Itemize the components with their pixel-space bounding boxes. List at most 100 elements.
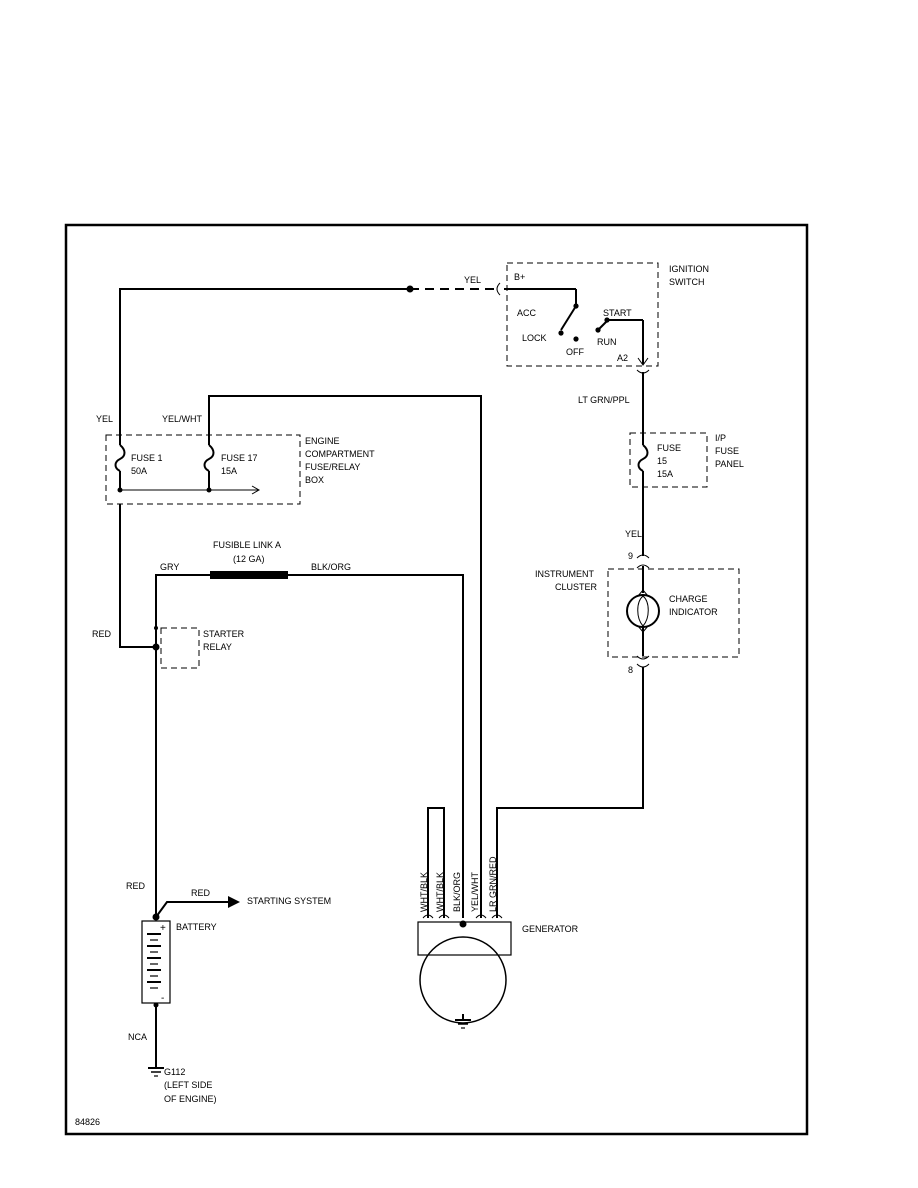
label-nca: NCA: [128, 1032, 147, 1042]
label-fuse-relay: FUSE/RELAY: [305, 462, 360, 472]
label-relay: RELAY: [203, 642, 232, 652]
label-g112-left: (LEFT SIDE: [164, 1080, 212, 1090]
label-gry: GRY: [160, 562, 179, 572]
label-gen-lr-grn-red: LR GRN/RED: [488, 856, 498, 912]
label-start: START: [603, 308, 632, 318]
label-fusible-link: FUSIBLE LINK A: [213, 540, 281, 550]
label-fuse17-rating: 15A: [221, 466, 237, 476]
lamp-filament: [637, 595, 649, 627]
connector-pin-8b: [636, 663, 650, 668]
starter-relay: STARTER RELAY: [152, 626, 245, 669]
terminal-wht-blk-2: [438, 914, 450, 919]
instrument-cluster: INSTRUMENT CLUSTER CHARGE INDICATOR 8: [535, 554, 740, 675]
label-ip: I/P: [715, 433, 726, 443]
generator: WHT/BLK WHT/BLK BLK/ORG YEL/WHT LR GRN/R…: [417, 807, 579, 1029]
engine-fuse-relay-box: FUSE 1 50A FUSE 17 15A ENGINE COMPARTMEN…: [105, 434, 375, 505]
label-generator: GENERATOR: [522, 924, 579, 934]
terminal-wht-blk-1: [422, 914, 434, 919]
charge-indicator-lamp: [626, 594, 660, 628]
label-lt-grn-ppl: LT GRN/PPL: [578, 395, 630, 405]
label-a2: A2: [617, 353, 628, 363]
fuse-1-symbol: [114, 444, 126, 472]
label-fuse15-c: 15A: [657, 469, 673, 479]
ignition-switch: B+ YEL IGNITION SWITCH ACC LOCK OFF STAR…: [410, 262, 709, 367]
starter-relay-pin: [154, 626, 158, 630]
label-switch: SWITCH: [669, 277, 705, 287]
diagram-frame: [64, 223, 809, 1136]
label-fuse1: FUSE 1: [131, 453, 163, 463]
label-ignition: IGNITION: [669, 264, 709, 274]
yel-main-wire: [119, 288, 410, 445]
label-red-left: RED: [92, 629, 112, 639]
label-indicator: INDICATOR: [669, 607, 718, 617]
label-battery-plus: +: [160, 923, 166, 934]
battery: RED RED STARTING SYSTEM + - BATTERY NCA: [126, 881, 331, 1104]
terminal-lr-grn-red: [491, 914, 503, 919]
connector-yel-ignition: [496, 282, 501, 296]
label-g112: G112: [164, 1067, 185, 1077]
label-yel-top: YEL: [464, 275, 481, 285]
label-fuse15-a: FUSE: [657, 443, 681, 453]
switch-contact-lock: [558, 330, 564, 336]
starter-relay-box: [160, 627, 200, 669]
yel-wht-wire: [208, 395, 482, 918]
battery-cells: [147, 933, 161, 989]
switch-contact-off: [573, 336, 579, 342]
label-yel-wht: YEL/WHT: [162, 414, 203, 424]
connector-pin-9b: [636, 564, 650, 569]
ip-fuse-panel: FUSE 15 15A I/P FUSE PANEL YEL 9: [625, 432, 744, 561]
label-engine: ENGINE: [305, 436, 340, 446]
starting-system-arrow: [228, 896, 240, 908]
bus-arrow: [251, 485, 261, 495]
instrument-cluster-box: [607, 568, 740, 658]
a2-arrow: [637, 357, 649, 366]
label-battery: BATTERY: [176, 922, 217, 932]
label-cluster-2: CLUSTER: [555, 582, 598, 592]
label-blk-org: BLK/ORG: [311, 562, 351, 572]
label-charge: CHARGE: [669, 594, 708, 604]
red-to-starting-wire: [155, 901, 228, 918]
starter-relay-splice: [152, 643, 160, 651]
label-fuse17: FUSE 17: [221, 453, 258, 463]
label-gen-yel-wht: YEL/WHT: [470, 871, 480, 912]
lr-grn-red-wire: [496, 667, 644, 918]
battery-negative-dot: [153, 1002, 159, 1008]
label-gen-blk-org: BLK/ORG: [452, 872, 462, 912]
connector-pin-9: [636, 554, 650, 559]
wht-blk-loop-wire: [427, 807, 445, 918]
label-yel-right: YEL: [625, 529, 642, 539]
label-compartment: COMPARTMENT: [305, 449, 375, 459]
label-acc: ACC: [517, 308, 537, 318]
ip-fuse-panel-box: [629, 432, 708, 488]
label-pin-8: 8: [628, 665, 633, 675]
label-gen-wht-blk-1: WHT/BLK: [419, 872, 429, 912]
fusible-link-a: [210, 571, 288, 579]
red-wire-fuse1: [119, 504, 156, 648]
label-red-arrow: RED: [191, 888, 211, 898]
yel-splice: [406, 285, 414, 293]
bus-dot-1: [117, 487, 123, 493]
gry-wire: [155, 574, 210, 919]
label-off: OFF: [566, 347, 584, 357]
bus-dot-17: [206, 487, 212, 493]
label-box: BOX: [305, 475, 324, 485]
label-run: RUN: [597, 337, 617, 347]
label-fuse15-b: 15: [657, 456, 667, 466]
generator-body: [419, 936, 507, 1024]
label-yel-left: YEL: [96, 414, 113, 424]
connector-pin-8: [636, 655, 650, 660]
label-cluster: INSTRUMENT: [535, 569, 594, 579]
blk-org-wire: [288, 574, 464, 918]
label-gen-wht-blk-2: WHT/BLK: [435, 872, 445, 912]
fuse-17-symbol: [203, 444, 215, 472]
switch-blade: [560, 305, 577, 331]
ignition-switch-box: [506, 262, 659, 367]
label-starting-system: STARTING SYSTEM: [247, 896, 331, 906]
label-pin-9: 9: [628, 551, 633, 561]
generator-ground-icon: [455, 1014, 471, 1029]
lamp-arrow-top: [637, 589, 649, 597]
fuse-15-symbol: [637, 444, 649, 472]
generator-connector-block: [417, 921, 512, 956]
ground-icon: [148, 1067, 164, 1077]
